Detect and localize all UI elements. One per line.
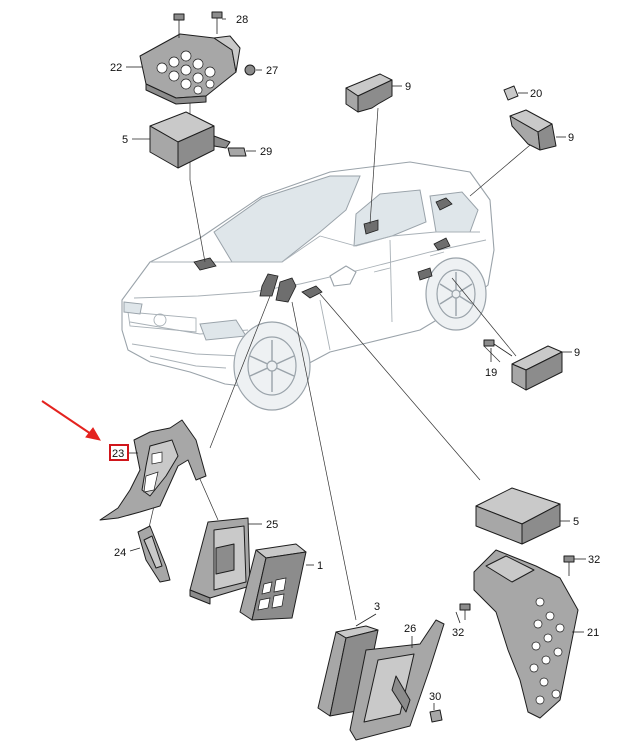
part-24-small-bracket [137,525,171,583]
part-21-lower-bracket [473,549,579,719]
label-30: 30 [429,691,441,703]
part-9-sensor-right [509,109,557,151]
label-9-right: 9 [568,132,574,144]
label-19: 19 [485,367,497,379]
label-32-middle: 32 [452,627,464,639]
label-1: 1 [317,560,323,572]
label-9-lower: 9 [574,347,580,359]
part-5-control-module-top [149,111,231,169]
label-29: 29 [260,146,272,158]
label-25: 25 [266,519,278,531]
part-number-labels: 28 22 27 5 29 9 20 9 9 19 5 32 21 25 1 2… [109,14,600,703]
part-25-holder-frame [189,517,251,605]
label-32-right: 32 [588,554,600,566]
pointer-arrow [41,400,102,441]
location-marker-front-door [363,219,379,235]
label-5-lower: 5 [573,516,579,528]
vehicle-illustration [121,161,495,411]
label-20: 20 [530,88,542,100]
part-27-clip [244,64,256,76]
guide-lines [147,96,537,621]
part-20-cap [503,85,519,101]
location-marker-rear-door [435,197,453,211]
label-23: 23 [112,448,124,460]
location-marker-rear-lower [433,237,451,251]
label-22: 22 [110,62,122,74]
rear-wheel [425,257,487,331]
label-27: 27 [266,65,278,77]
location-marker-a-pillar [301,285,323,299]
part-1-control-unit [239,543,307,621]
label-28: 28 [236,14,248,26]
leader-lines [126,18,586,710]
label-26: 26 [404,623,416,635]
part-32-screw-middle [459,603,471,620]
location-marker-door-sill [417,267,433,281]
part-28-screw [173,11,223,38]
part-9-sensor-lower [511,345,563,391]
label-5-top: 5 [122,134,128,146]
part-22-mounting-tray [139,33,241,105]
part-29-connector [227,147,247,157]
label-21: 21 [587,627,599,639]
part-30-clip [429,709,443,723]
label-9-top: 9 [405,81,411,93]
part-9-sensor-top [345,73,393,113]
part-26-bracket [349,619,445,741]
highlight-box-23 [109,444,129,461]
part-23-bracket [99,419,207,521]
part-32-screw-right [563,555,575,576]
front-wheel [233,321,311,411]
part-19-screw [483,339,513,357]
label-24: 24 [114,547,126,559]
location-marker-windshield-right [275,277,297,303]
location-marker-windshield-left [259,273,279,297]
part-5-control-module-lower [475,487,561,545]
label-3: 3 [374,601,380,613]
